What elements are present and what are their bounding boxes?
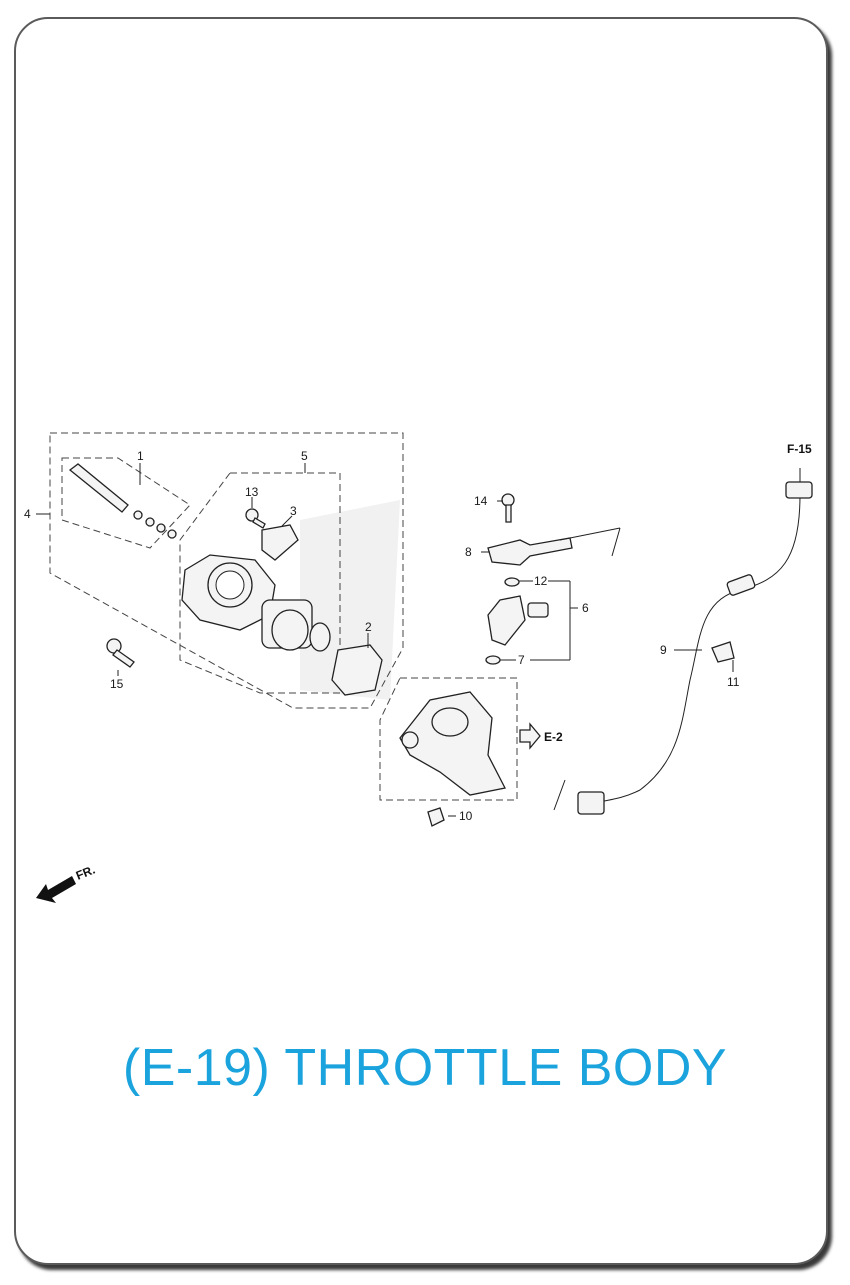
part-7-seal: [485, 655, 501, 665]
page-title: (E-19) THROTTLE BODY: [122, 1039, 728, 1097]
reference-f15: F-15: [787, 442, 812, 456]
part-11-clip: [711, 641, 735, 663]
throttle-body: [181, 554, 331, 652]
part-15-bolt: [106, 638, 135, 668]
part-1-boundary: [61, 457, 191, 549]
assembly-5-boundary: [179, 472, 341, 694]
brand-watermark: [300, 500, 400, 700]
diagram-card: [14, 17, 828, 1265]
part-9-harness: [577, 481, 813, 815]
callout-2: 2: [365, 620, 372, 634]
front-direction-arrow-icon: [36, 876, 76, 903]
reference-arrow-icon: [519, 722, 541, 750]
part-3-bracket: [261, 524, 299, 561]
callout-10: 10: [459, 809, 473, 823]
part-8-fuel-joint: [487, 537, 573, 566]
front-label: FR.: [74, 863, 97, 883]
part-2-gasket: [331, 644, 383, 696]
callout-11: 11: [727, 675, 740, 689]
intake-boundary: [379, 677, 518, 801]
callout-12: 12: [534, 574, 548, 588]
intake-manifold: [399, 691, 506, 796]
callout-8: 8: [465, 545, 472, 559]
callout-13: 13: [245, 485, 259, 499]
part-12-o-ring: [504, 577, 520, 587]
leader-lines: [36, 463, 801, 817]
callout-9: 9: [660, 643, 667, 657]
callout-4: 4: [24, 507, 31, 521]
part-14-bolt: [501, 493, 515, 523]
part-10-nut: [427, 807, 445, 827]
callout-7: 7: [518, 653, 525, 667]
reference-e2: E-2: [544, 730, 563, 744]
assembly-4-boundary: [49, 432, 404, 709]
callout-5: 5: [301, 449, 308, 463]
callout-3: 3: [290, 504, 297, 518]
callout-1: 1: [137, 449, 144, 463]
part-6-injector: [487, 595, 549, 646]
callout-6: 6: [582, 601, 589, 615]
part-1-rod: [68, 463, 177, 539]
part-13-bolt: [245, 508, 266, 529]
callout-15: 15: [110, 677, 124, 691]
callout-14: 14: [474, 494, 488, 508]
